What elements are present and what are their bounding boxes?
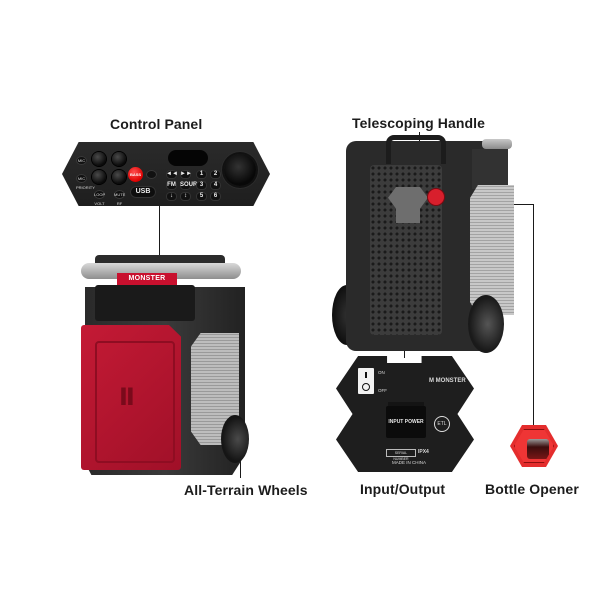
opener-hex-inner [514, 429, 554, 463]
power-switch [358, 368, 374, 394]
right-wheel-icon [468, 295, 504, 353]
input-output-closeup: ON OFF M MONSTER INPUT POWER ETL SERIAL … [336, 356, 474, 472]
mic-button: MIC [76, 156, 87, 165]
tone-knob-1 [112, 152, 126, 166]
monster-logo-icon: Ⅱ [119, 384, 135, 411]
red-front-grille: Ⅱ [81, 325, 181, 470]
callout-control-panel: Control Panel [110, 116, 203, 132]
switch-on-label: ON [378, 370, 385, 375]
tone-knob-2 [112, 170, 126, 184]
speaker-back-view [332, 135, 517, 360]
switch-off-mark [362, 383, 370, 391]
grille-inset [95, 341, 175, 463]
side-top-panel [472, 149, 508, 189]
switch-off-label: OFF [378, 388, 387, 393]
opener-slot-icon [527, 439, 549, 459]
input-power-label: INPUT POWER [388, 419, 424, 425]
made-in-label: MADE IN CHINA [392, 460, 427, 465]
display-window [168, 150, 208, 166]
bass-boost-button: BASS [128, 167, 143, 182]
front-control-strip [95, 285, 195, 321]
leader-line-opener-vertical [533, 204, 534, 426]
next-button: ►► [180, 170, 192, 179]
number-key-6: 6 [210, 192, 221, 201]
voice-button [146, 170, 157, 179]
control-panel-closeup: MIC MIC PRIORITY LOOP VOLT MUTE RF BASS … [62, 142, 270, 206]
side-grille [470, 185, 514, 315]
brand-badge: MONSTER [117, 273, 177, 285]
number-key-5: 5 [196, 192, 207, 201]
volume-knob-1 [92, 152, 106, 166]
io-brand: M MONSTER [429, 378, 466, 384]
source-button: SOURCE [180, 181, 206, 190]
telescoping-handle [386, 135, 446, 164]
callout-all-terrain-wheels: All-Terrain Wheels [184, 482, 308, 498]
wheel-icon [221, 415, 249, 463]
number-key-3: 3 [196, 181, 207, 190]
speaker-front-view: MONSTER Ⅱ [75, 255, 255, 480]
callout-bottle-opener: Bottle Opener [485, 481, 579, 497]
mic-priority-button: MIC PRIORITY [76, 174, 95, 190]
carry-handle: MONSTER [81, 263, 241, 285]
repeat-button: ↕ [180, 192, 191, 201]
leader-line-control-panel [159, 206, 160, 268]
callout-telescoping-handle: Telescoping Handle [352, 115, 486, 131]
loop-button: LOOP VOLT [94, 190, 106, 206]
down-button: ↓ [166, 192, 177, 201]
master-volume-dial [224, 154, 256, 186]
input-power-port: INPUT POWER [386, 406, 426, 438]
mute-button: MUTE RF [114, 190, 126, 206]
switch-on-mark [365, 372, 367, 378]
serial-number-box: SERIAL NUMBER [386, 449, 416, 461]
number-key-1: 1 [196, 170, 207, 179]
handle-tube [482, 139, 512, 149]
number-key-4: 4 [210, 181, 221, 190]
callout-input-output: Input/Output [360, 481, 446, 497]
fm-button: FM [166, 181, 177, 190]
volume-knob-2 [92, 170, 106, 184]
ipx-rating: IPX4 [418, 449, 429, 455]
etl-cert-icon: ETL [434, 416, 450, 432]
bottle-opener-closeup [510, 425, 558, 467]
usb-port: USB [130, 186, 156, 198]
number-key-2: 2 [210, 170, 221, 179]
leader-line-wheels [240, 458, 241, 478]
bottle-opener-icon [428, 189, 444, 205]
prev-button: ◄◄ [166, 170, 178, 179]
